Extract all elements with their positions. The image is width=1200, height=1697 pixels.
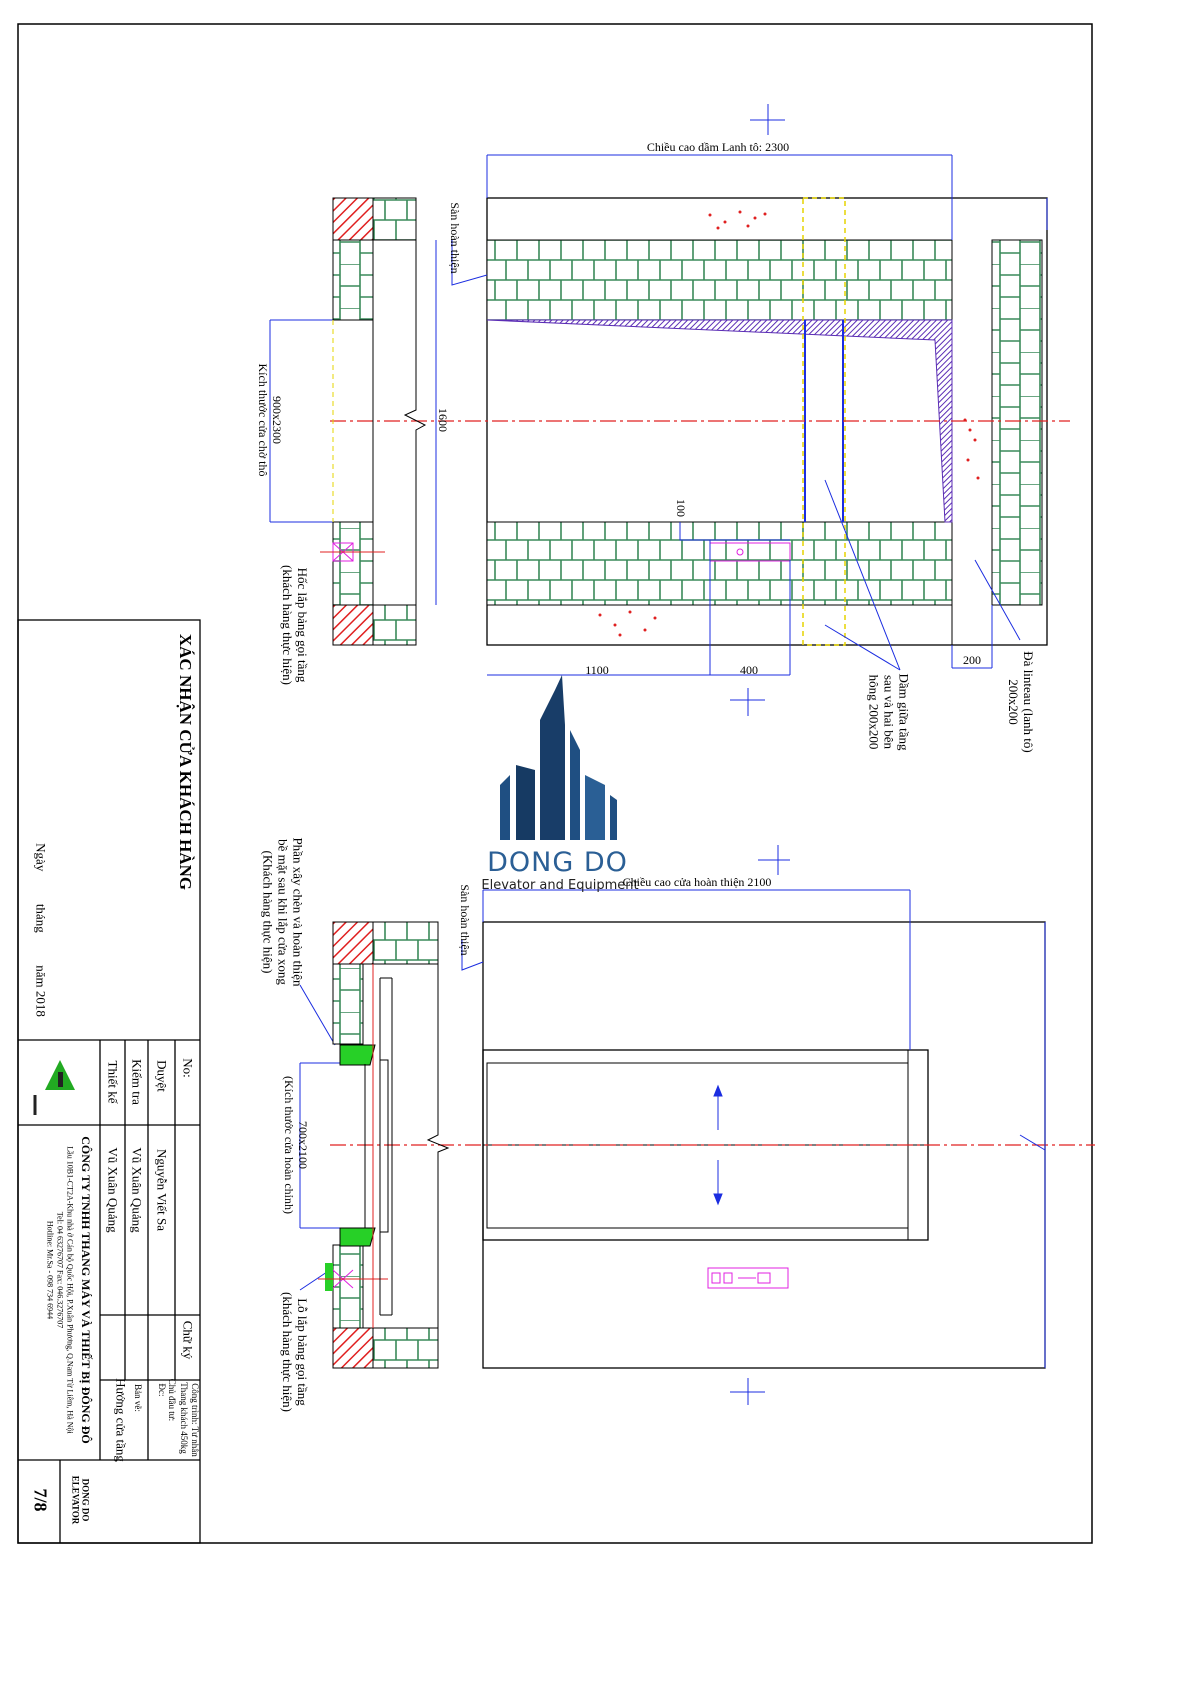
dongdo-logo: DONG DO Elevator and Equipment <box>470 675 645 895</box>
logo-subtitle: Elevator and Equipment <box>481 878 639 893</box>
title-block <box>17 619 201 1544</box>
bottom-elevation-view <box>299 845 1095 1405</box>
top-plan-view <box>269 104 1070 716</box>
logo-name: DONG DO <box>487 847 628 878</box>
building-logo-icon <box>500 675 617 840</box>
title-block-logo <box>33 1060 75 1115</box>
